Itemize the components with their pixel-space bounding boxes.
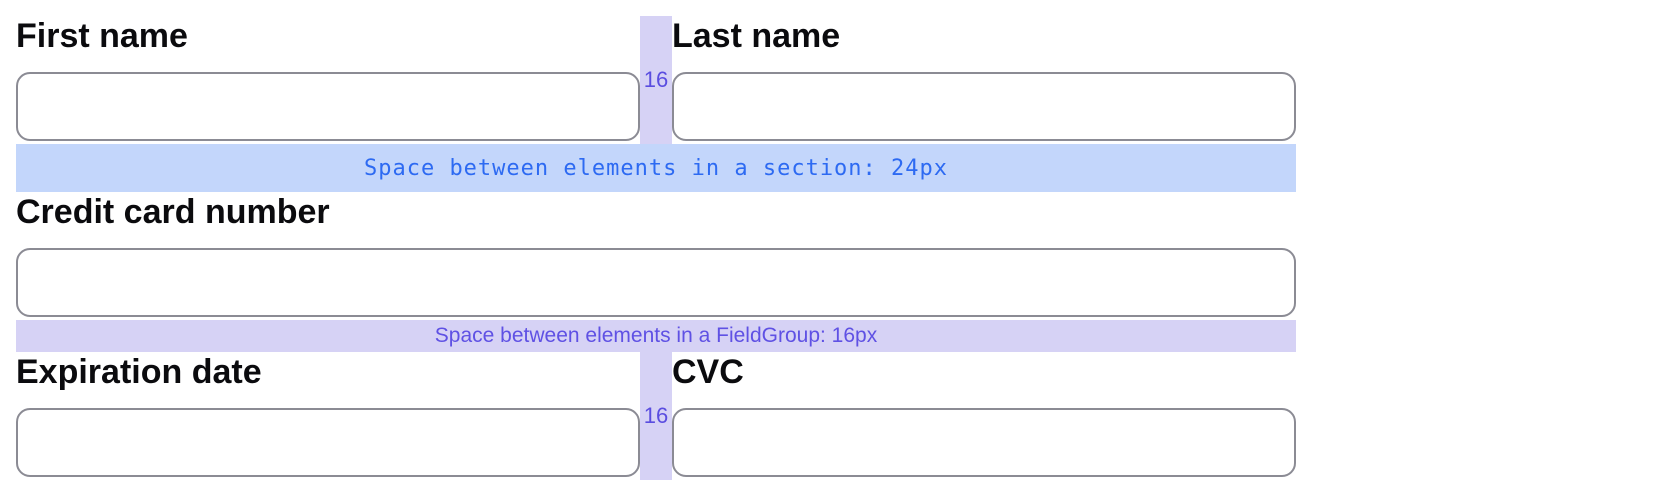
gap-size-label: 16 — [643, 403, 669, 428]
cvc-label: CVC — [672, 353, 744, 391]
expiration-date-input[interactable] — [16, 408, 640, 477]
field-last-name: Last name — [672, 16, 1296, 144]
field-credit-card-number: Credit card number — [16, 192, 1296, 320]
first-name-input[interactable] — [16, 72, 640, 141]
section-spacing-label: Space between elements in a section: 24p… — [363, 155, 949, 181]
gap-size-label: 16 — [643, 67, 669, 92]
last-name-input[interactable] — [672, 72, 1296, 141]
field-group-expiry-cvc: Expiration date 16 CVC — [16, 352, 1296, 480]
form-canvas: First name 16 Last name Space between el… — [16, 16, 1296, 480]
cvc-input[interactable] — [672, 408, 1296, 477]
last-name-label: Last name — [672, 17, 841, 55]
horizontal-gap-annotation: 16 — [640, 352, 672, 480]
credit-card-number-label: Credit card number — [16, 193, 330, 231]
credit-card-number-input[interactable] — [16, 248, 1296, 317]
fieldgroup-spacing-annotation: Space between elements in a FieldGroup: … — [16, 320, 1296, 352]
horizontal-gap-annotation: 16 — [640, 16, 672, 144]
fieldgroup-spacing-label: Space between elements in a FieldGroup: … — [434, 324, 878, 347]
field-group-name: First name 16 Last name — [16, 16, 1296, 144]
field-group-card: Credit card number — [16, 192, 1296, 320]
field-expiration-date: Expiration date — [16, 352, 640, 480]
field-first-name: First name — [16, 16, 640, 144]
field-cvc: CVC — [672, 352, 1296, 480]
section-spacing-annotation: Space between elements in a section: 24p… — [16, 144, 1296, 192]
expiration-date-label: Expiration date — [16, 353, 262, 391]
first-name-label: First name — [16, 17, 188, 55]
